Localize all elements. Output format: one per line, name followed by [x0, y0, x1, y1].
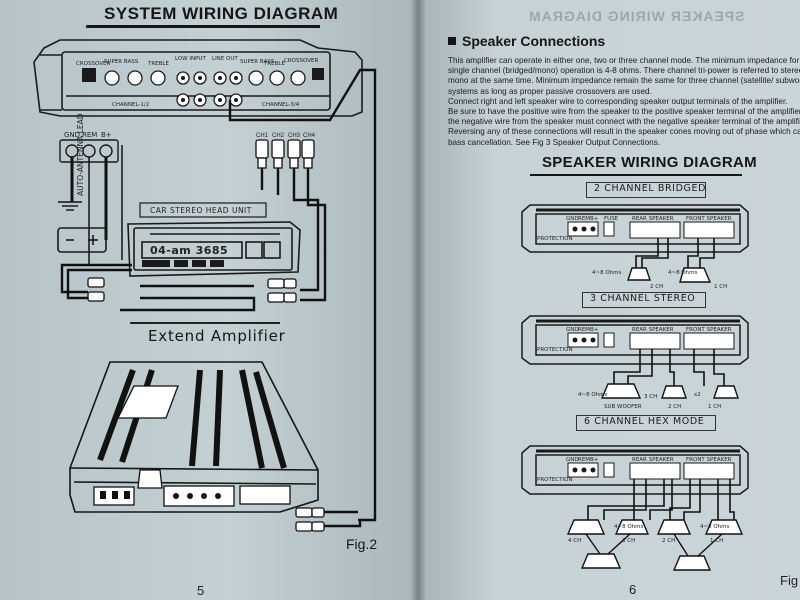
- low-input-label: LOW INPUT: [175, 56, 206, 62]
- super-bass-2-label: SUPER BASS: [240, 59, 275, 65]
- amp3-bplus-label: B+: [590, 457, 599, 463]
- amp3-rem-label: REM: [578, 457, 591, 463]
- treble-2-label: TREBLE: [264, 61, 285, 67]
- amp1-front-label: FRONT SPEAKER: [686, 216, 732, 222]
- mode-2-box: [582, 292, 706, 308]
- mode-3-ch1: 1 CH: [710, 538, 724, 544]
- paragraph-line: systems as long as proper passive crosso…: [448, 86, 652, 96]
- mode-2-ch3: 3 CH: [644, 394, 658, 400]
- mode-1-ch1: 1 CH: [714, 284, 728, 290]
- antenna-lead-label: AUTO-ANTENNA LEAD: [76, 113, 85, 196]
- mode-2-ch2: 2 CH: [668, 404, 682, 410]
- mode-3-ch3: 3 CH: [622, 538, 636, 544]
- amp1-rear-label: REAR SPEAKER: [632, 216, 674, 222]
- mode-2-ch1: 1 CH: [708, 404, 722, 410]
- head-unit-display: 04-am 3685: [150, 244, 229, 257]
- amp2-gnd-label: GND: [566, 327, 579, 333]
- book-gutter: [410, 0, 426, 600]
- mode-2-x2: x2: [694, 392, 701, 398]
- speaker-connections-heading: Speaker Connections: [448, 33, 605, 49]
- fig-label-right: Fig: [780, 573, 799, 588]
- amp1-gnd-label: GND: [566, 216, 579, 222]
- mode-2-ohms: 4~8 Ohms: [578, 392, 608, 398]
- mode-3-ch2: 2 CH: [662, 538, 676, 544]
- system-wiring-drawing: [33, 39, 377, 532]
- speaker-connections-title: Speaker Connections: [462, 33, 606, 49]
- mode-3-label: 6 CHANNEL HEX MODE: [584, 416, 705, 427]
- amp1-rem-label: REM: [578, 216, 591, 222]
- mode-3-ohms-a: 4~8 Ohms: [614, 524, 644, 530]
- mode-2-sub: SUB WOOFER: [604, 404, 642, 410]
- title-underline: [86, 25, 320, 28]
- amp2-rem-label: REM: [578, 327, 591, 333]
- treble-label: TREBLE: [148, 61, 169, 67]
- mode-3-ohms-b: 4~8 Ohms: [700, 524, 730, 530]
- amp3-front-label: FRONT SPEAKER: [686, 457, 732, 463]
- amp2-protection-label: PROTECTION: [537, 347, 573, 353]
- extend-title-box: [130, 322, 280, 348]
- mode-1-box: [586, 182, 706, 198]
- head-unit-label: CAR STEREO HEAD UNIT: [150, 206, 252, 215]
- amp2-bplus-label: B+: [590, 327, 599, 333]
- mode-3-ch4: 4 CH: [568, 538, 582, 544]
- speaker-wiring-drawing: [521, 204, 749, 571]
- amp1-fuse-label: FUSE: [604, 216, 619, 222]
- paragraph-line: Be sure to have the positive wire from t…: [448, 107, 800, 117]
- fig2-label: Fig.2: [346, 536, 378, 552]
- speaker-wiring-title: SPEAKER WIRING DIAGRAM: [542, 154, 757, 171]
- amp3-gnd-label: GND: [566, 457, 579, 463]
- super-bass-label: SUPER BASS: [104, 59, 139, 65]
- paragraph-line: mono at the same time. Minimum impedance…: [448, 76, 800, 86]
- channel-34-label: CHANNEL-3/4: [262, 102, 300, 108]
- paragraph-line: Connect right and left speaker wire to c…: [448, 96, 788, 106]
- amp2-rear-label: REAR SPEAKER: [632, 327, 674, 333]
- mode-1-ch2: 2 CH: [650, 284, 664, 290]
- amp1-bplus-label: B+: [590, 216, 599, 222]
- bplus-label: B+: [101, 131, 112, 139]
- crossover-2-label: CROSSOVER: [284, 58, 319, 64]
- right-page: SPEAKER WIRING DIAGRAM Speaker Connectio…: [418, 0, 800, 600]
- ch1-label: CH1: [256, 133, 269, 139]
- left-page: SYSTEM WIRING DIAGRAM: [0, 0, 418, 600]
- mode-1-ohms: 4~8 Ohms: [592, 270, 622, 276]
- crossover-label: CROSSOVER: [76, 61, 111, 67]
- speaker-connections-paragraph: This amplifier can operate in either one…: [448, 56, 800, 148]
- page-number-6: 6: [629, 582, 637, 597]
- rem-label: REM: [82, 131, 98, 139]
- ch4-label: CH4: [303, 133, 316, 139]
- amp3-rear-label: REAR SPEAKER: [632, 457, 674, 463]
- mode-3-box: [576, 415, 716, 431]
- amp3-protection-label: PROTECTION: [537, 477, 573, 483]
- speaker-wiring-underline: [530, 174, 742, 176]
- paragraph-line: single channel (bridged/mono) operation …: [448, 66, 800, 76]
- ch2-label: CH2: [272, 133, 285, 139]
- extend-amplifier-title: Extend Amplifier: [148, 327, 286, 345]
- amp1-protection-label: PROTECTION: [537, 236, 573, 242]
- paragraph-line: the negative wire from the speaker must …: [448, 117, 800, 127]
- mode-2-label: 3 CHANNEL STEREO: [590, 293, 696, 304]
- line-out-label: LINE OUT: [212, 56, 238, 62]
- square-bullet-icon: [448, 37, 456, 45]
- paragraph-line: Reversing any of these connections will …: [448, 127, 800, 137]
- mode-1-label: 2 CHANNEL BRIDGED: [594, 183, 706, 194]
- page-number-5: 5: [197, 583, 205, 598]
- ch3-label: CH3: [288, 133, 301, 139]
- system-wiring-title: SYSTEM WIRING DIAGRAM: [104, 4, 339, 23]
- gnd-label: GND: [64, 131, 81, 139]
- mode-1-ohms-2: 4~8 Ohms: [668, 270, 698, 276]
- paragraph-line: bass cancellation. See Fig 3 Speaker Out…: [448, 137, 661, 147]
- amp2-front-label: FRONT SPEAKER: [686, 327, 732, 333]
- paragraph-line: This amplifier can operate in either one…: [448, 56, 800, 65]
- channel-12-label: CHANNEL-1/2: [112, 102, 150, 108]
